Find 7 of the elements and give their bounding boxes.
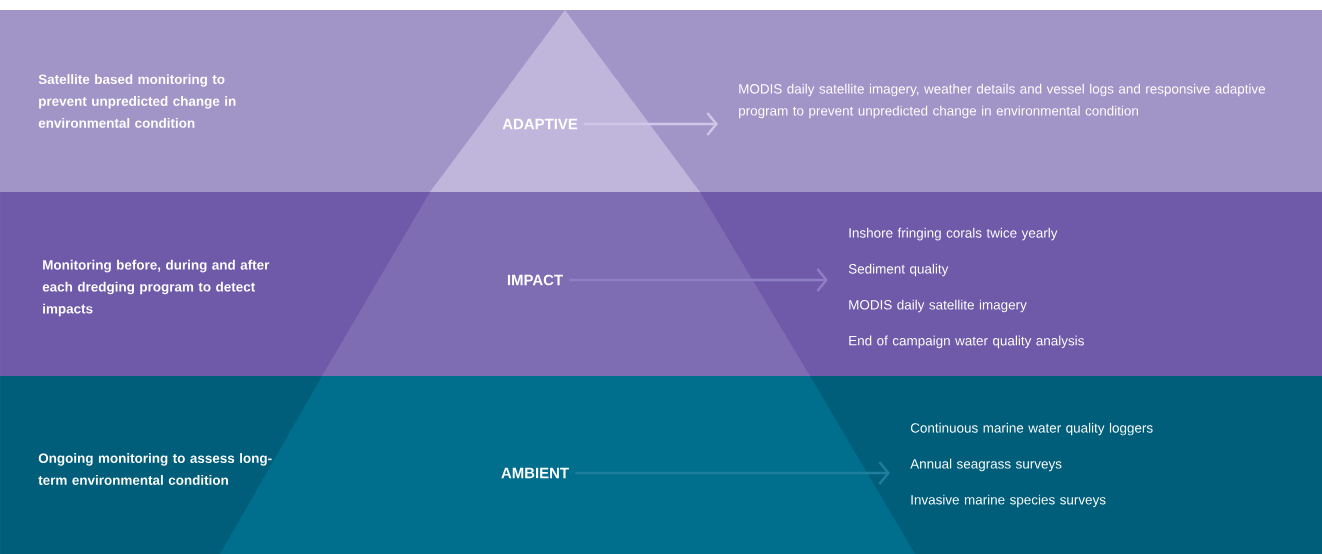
arrow — [584, 112, 718, 136]
pyramid-tier: ADAPTIVE — [430, 10, 700, 192]
list-text: MODIS daily satellite imagery, weather details and vessel logs and responsive adaptive program to prevent unpredicted change in environmental condition — [739, 83, 1266, 119]
arrow — [575, 461, 890, 485]
arrow — [569, 268, 828, 292]
list-text: Inshore fringing corals twice yearly Sediment quality MODIS daily satellite imagery End of campaign water quality analysis — [848, 227, 1084, 349]
pyramid-tier: IMPACT — [322, 192, 810, 376]
